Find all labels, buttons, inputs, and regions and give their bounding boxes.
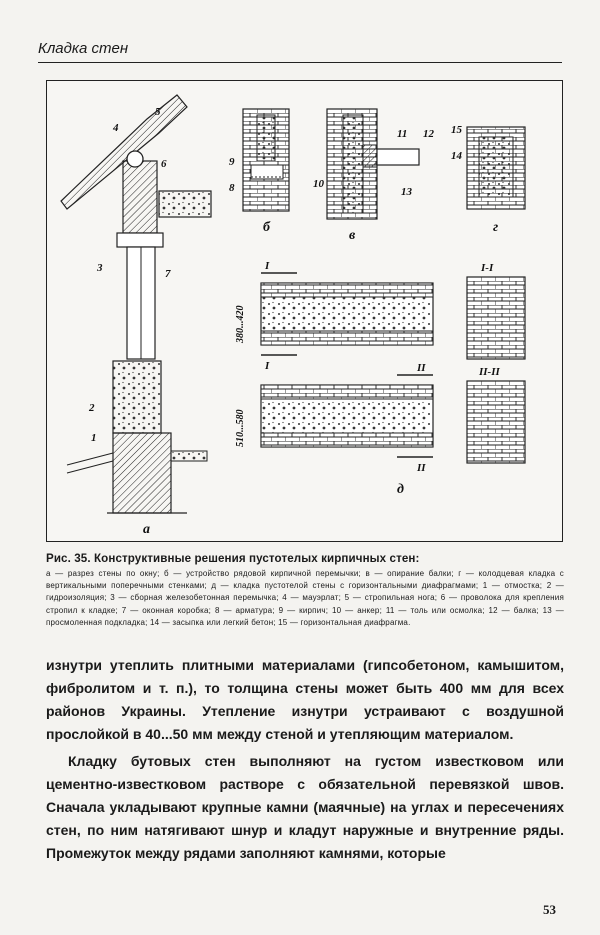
callout-8: 8 [229, 182, 235, 194]
caption-legend: а — разрез стены по окну; б — устройство… [46, 569, 564, 627]
panel-v-drawing [326, 108, 420, 220]
panel-d-section-2 [466, 380, 526, 464]
section-title-ii-ii: II-II [478, 366, 501, 378]
callout-4: 4 [112, 122, 119, 134]
section-title: Кладка стен [38, 40, 129, 57]
panel-label-b: б [263, 220, 271, 235]
wall-construction-drawing: а б в г д 1 2 3 4 5 6 7 8 9 10 11 12 13 … [60, 94, 526, 537]
callout-9: 9 [229, 156, 235, 168]
callout-1: 1 [91, 432, 97, 444]
paragraph-2: Кладку бутовых стен выполняют на густом … [46, 753, 564, 861]
panel-d-plan-1 [260, 272, 434, 356]
callout-3: 3 [96, 262, 103, 274]
caption-title: Рис. 35. Конструктивные решения пустотел… [46, 552, 420, 565]
callout-14: 14 [451, 150, 463, 162]
panel-d-plan-2 [260, 374, 434, 458]
header-rule [38, 62, 562, 63]
callout-11: 11 [397, 128, 407, 140]
paragraph-1: изнутри утеплить плитными материалами (г… [46, 657, 564, 742]
callout-15: 15 [451, 124, 463, 136]
callout-10: 10 [313, 178, 325, 190]
panel-a-drawing [60, 94, 212, 514]
section-mark-i-bottom: I [264, 360, 270, 372]
dimension-label-380-420: 380...420 [235, 306, 246, 345]
body-text: изнутри утеплить плитными материалами (г… [46, 654, 564, 865]
callout-12: 12 [423, 128, 435, 140]
page-number: 53 [543, 902, 556, 917]
figure-caption: Рис. 35. Конструктивные решения пустотел… [46, 552, 564, 629]
panel-label-g: г [493, 220, 498, 235]
panel-label-v: в [349, 228, 356, 243]
section-mark-ii-bottom: II [416, 462, 426, 474]
section-mark-ii-top: II [416, 362, 426, 374]
section-title-i-i: I-I [480, 262, 494, 274]
callout-6: 6 [161, 158, 167, 170]
panel-b-drawing [242, 108, 290, 212]
callout-2: 2 [88, 402, 95, 414]
callout-5: 5 [155, 106, 161, 118]
panel-g-drawing [466, 126, 526, 210]
dimension-label-510-580: 510...580 [235, 410, 246, 448]
panel-d-section-1 [466, 276, 526, 360]
figure-35: а б в г д 1 2 3 4 5 6 7 8 9 10 11 12 13 … [46, 80, 563, 542]
callout-13: 13 [401, 186, 413, 198]
panel-label-a: а [143, 522, 150, 537]
panel-label-d: д [397, 482, 404, 497]
callout-7: 7 [165, 268, 171, 280]
section-mark-i-top: I [264, 260, 270, 272]
